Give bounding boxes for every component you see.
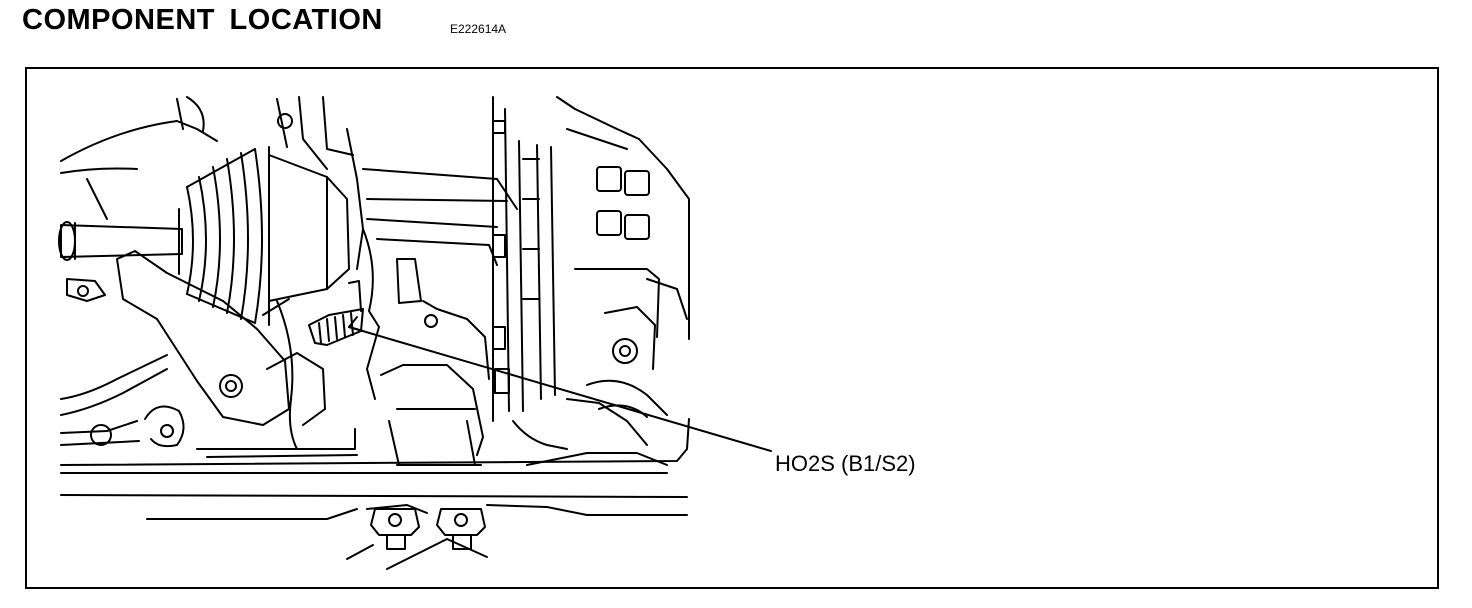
ho2s-callout-label: HO2S (B1/S2) bbox=[775, 451, 916, 476]
mounting-bracket bbox=[66, 250, 290, 426]
figure-code: E222614A bbox=[450, 22, 507, 36]
engine-line-drawing bbox=[58, 96, 772, 570]
cv-boot bbox=[178, 146, 270, 326]
right-side-case bbox=[512, 96, 690, 466]
page-title: COMPONENT LOCATION bbox=[22, 4, 383, 36]
lower-plates bbox=[60, 418, 690, 570]
upper-left-structure bbox=[60, 96, 293, 220]
diagram-frame: HO2S (B1/S2) bbox=[25, 67, 1439, 589]
joint-housing bbox=[268, 96, 364, 302]
studs bbox=[370, 508, 486, 550]
axle-shaft bbox=[58, 221, 183, 261]
ho2s-sensor bbox=[262, 280, 364, 450]
ho2s-leader-line bbox=[348, 316, 772, 452]
vertical-ribs bbox=[492, 96, 556, 422]
lower-left-piping bbox=[60, 354, 358, 458]
transmission-case bbox=[322, 96, 518, 466]
